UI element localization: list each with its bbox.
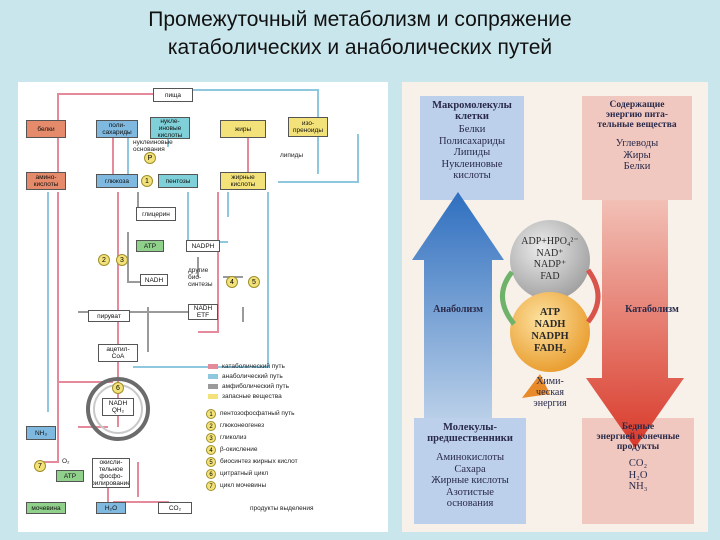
pathway-key-label: β-окисление [220, 446, 258, 453]
pathway-badge-4: 4 [226, 276, 238, 288]
box-acetyl-coa: ацетил- CoA [98, 344, 138, 362]
box-amino-acids: амино- кислоты [26, 172, 66, 190]
catabolic-path [198, 192, 219, 333]
pathway-key-number: 1 [206, 409, 216, 419]
products-items: CO₂ H₂O NH₃ [628, 458, 648, 492]
box-oxidative-phosphorylation: окисли- тельное фосфо- рилирование [92, 458, 130, 488]
legend-swatch-catabolic [208, 364, 218, 369]
legend-item: катаболический путь [222, 363, 285, 370]
anabolic-path [278, 134, 359, 183]
label-other-biosyntheses: другие био- синтезы [188, 267, 213, 288]
box-nadh-etf: NADH ETF [188, 304, 218, 320]
box-glycerin: глицерин [136, 207, 176, 221]
label-lipids: липиды [280, 152, 304, 159]
pathway-key-number: 6 [206, 469, 216, 479]
legend-item: амфиболический путь [222, 383, 289, 390]
pathway-key-number: 7 [206, 481, 216, 491]
pathway-badge-5: 5 [248, 276, 260, 288]
box-proteins: белки [26, 120, 66, 138]
anabolism-label: Анаболизм [433, 304, 483, 315]
box-nadph: NADPH [186, 240, 220, 252]
pathway-key-label: гликолиз [220, 434, 247, 441]
chemical-energy-label: Хими- ческая энергия [533, 376, 567, 409]
legend-swatch-anabolic [208, 374, 218, 379]
products-title: Бедные энергией конечные продукты [596, 422, 680, 452]
slide-title: Промежуточный метаболизм и сопряжение ка… [0, 6, 720, 62]
pathway-badge-6: 6 [112, 382, 124, 394]
box-isoprenoids: изо- преноиды [288, 117, 328, 137]
box-nh3: NH₃ [26, 426, 56, 440]
pathway-badge-2: 2 [98, 254, 110, 266]
chemical-energy-arrow [522, 374, 550, 398]
anabolic-path [133, 192, 269, 368]
atp-cycle-label: ATP NADH NADPH FADH₂ [531, 307, 569, 354]
label-excretion: продукты выделения [250, 505, 314, 512]
pathway-key-number: 3 [206, 433, 216, 443]
legend-item: анаболический путь [222, 373, 283, 380]
box-polysaccharides: поли- сахариды [96, 120, 138, 138]
pathway-key-number: 4 [206, 445, 216, 455]
pathway-key-label: цитратный цикл [220, 470, 269, 477]
adp-cycle-circle [510, 220, 590, 300]
box-pyruvate: пируват [88, 310, 130, 322]
macromolecules-items: Белки Полисахариды Липиды Нуклеиновые ки… [438, 124, 506, 181]
label-o2: O₂ [62, 458, 70, 465]
products-box: Бедные энергией конечные продукты CO₂ H₂… [582, 422, 694, 493]
pathway-key-label: пентозофосфатный путь [220, 410, 295, 417]
label-nucleic-bases: нуклеиновые основания [133, 139, 173, 153]
box-pentoses: пентозы [158, 174, 198, 188]
energy-cycle-arrow-left [500, 270, 516, 326]
anabolism-catabolism-panel: Макромолекулы клетки Белки Полисахариды … [402, 82, 708, 532]
nutrients-items: Углеводы Жиры Белки [615, 138, 659, 172]
box-food: пища [153, 88, 193, 102]
box-atp: АТР [136, 240, 164, 252]
box-atp-bottom: АТР [56, 470, 84, 482]
title-line-2: катаболических и анаболических путей [167, 36, 553, 59]
macromolecules-box: Макромолекулы клетки Белки Полисахариды … [420, 100, 524, 182]
box-nadh: NADH [140, 274, 168, 286]
box-glucose: глюкоза [96, 174, 138, 188]
legend-item: запасные вещества [222, 393, 282, 400]
macromolecules-title: Макромолекулы клетки [432, 100, 512, 122]
precursors-box: Молекулы- предшественники Аминокислоты С… [414, 422, 526, 510]
box-co2: CO₂ [158, 502, 192, 514]
pathway-key-label: биосинтез жирных кислот [220, 458, 298, 465]
catabolism-arrow [586, 200, 684, 448]
legend-swatch-storage [208, 394, 218, 399]
badge-p: P [144, 152, 156, 164]
atp-cycle-circle [510, 292, 590, 372]
box-nadh-qh2: NADH QH₂ [102, 398, 134, 416]
box-h2o: H₂O [96, 502, 126, 514]
pathway-badge-1: 1 [141, 175, 153, 187]
pathway-key-number: 2 [206, 421, 216, 431]
box-urea: мочевина [26, 502, 66, 514]
box-nucleic-acids: нукле- иновые кислоты [150, 117, 190, 139]
macromolecules-box-bg [420, 96, 524, 200]
precursors-title: Молекулы- предшественники [427, 422, 513, 444]
precursors-box-bg [414, 418, 526, 524]
energy-flow-graphic [412, 96, 694, 524]
pathway-badge-7: 7 [34, 460, 46, 472]
anabolic-path [187, 192, 228, 243]
pathway-key-label: цикл мочевины [220, 482, 267, 489]
energy-cycle-arrow-right [585, 268, 601, 324]
box-fats: жиры [220, 120, 266, 138]
title-line-1: Промежуточный метаболизм и сопряжение [148, 8, 572, 31]
precursors-items: Аминокислоты Сахара Жирные кислоты Азоти… [431, 452, 509, 509]
adp-cycle-label: ADP+HPO₄²⁻ NAD⁺ NADP⁺ FAD [521, 236, 579, 282]
nutrients-box-bg [582, 96, 692, 200]
pathway-key-label: глюконеогенез [220, 422, 265, 429]
nutrients-box: Содержащие энергию пита- тельные веществ… [582, 100, 692, 173]
pathway-badge-3: 3 [116, 254, 128, 266]
pathway-key-number: 5 [206, 457, 216, 467]
nutrients-title: Содержащие энергию пита- тельные веществ… [597, 100, 677, 130]
box-fatty-acids: жирные кислоты [220, 172, 266, 190]
anabolic-path [187, 89, 319, 120]
catabolism-label: Катаболизм [625, 304, 679, 315]
metabolism-map-panel: пища белки поли- сахариды нукле- иновые … [18, 82, 388, 532]
legend-swatch-amphibolic [208, 384, 218, 389]
citrate-cycle [86, 377, 150, 441]
anabolism-arrow [412, 192, 504, 418]
